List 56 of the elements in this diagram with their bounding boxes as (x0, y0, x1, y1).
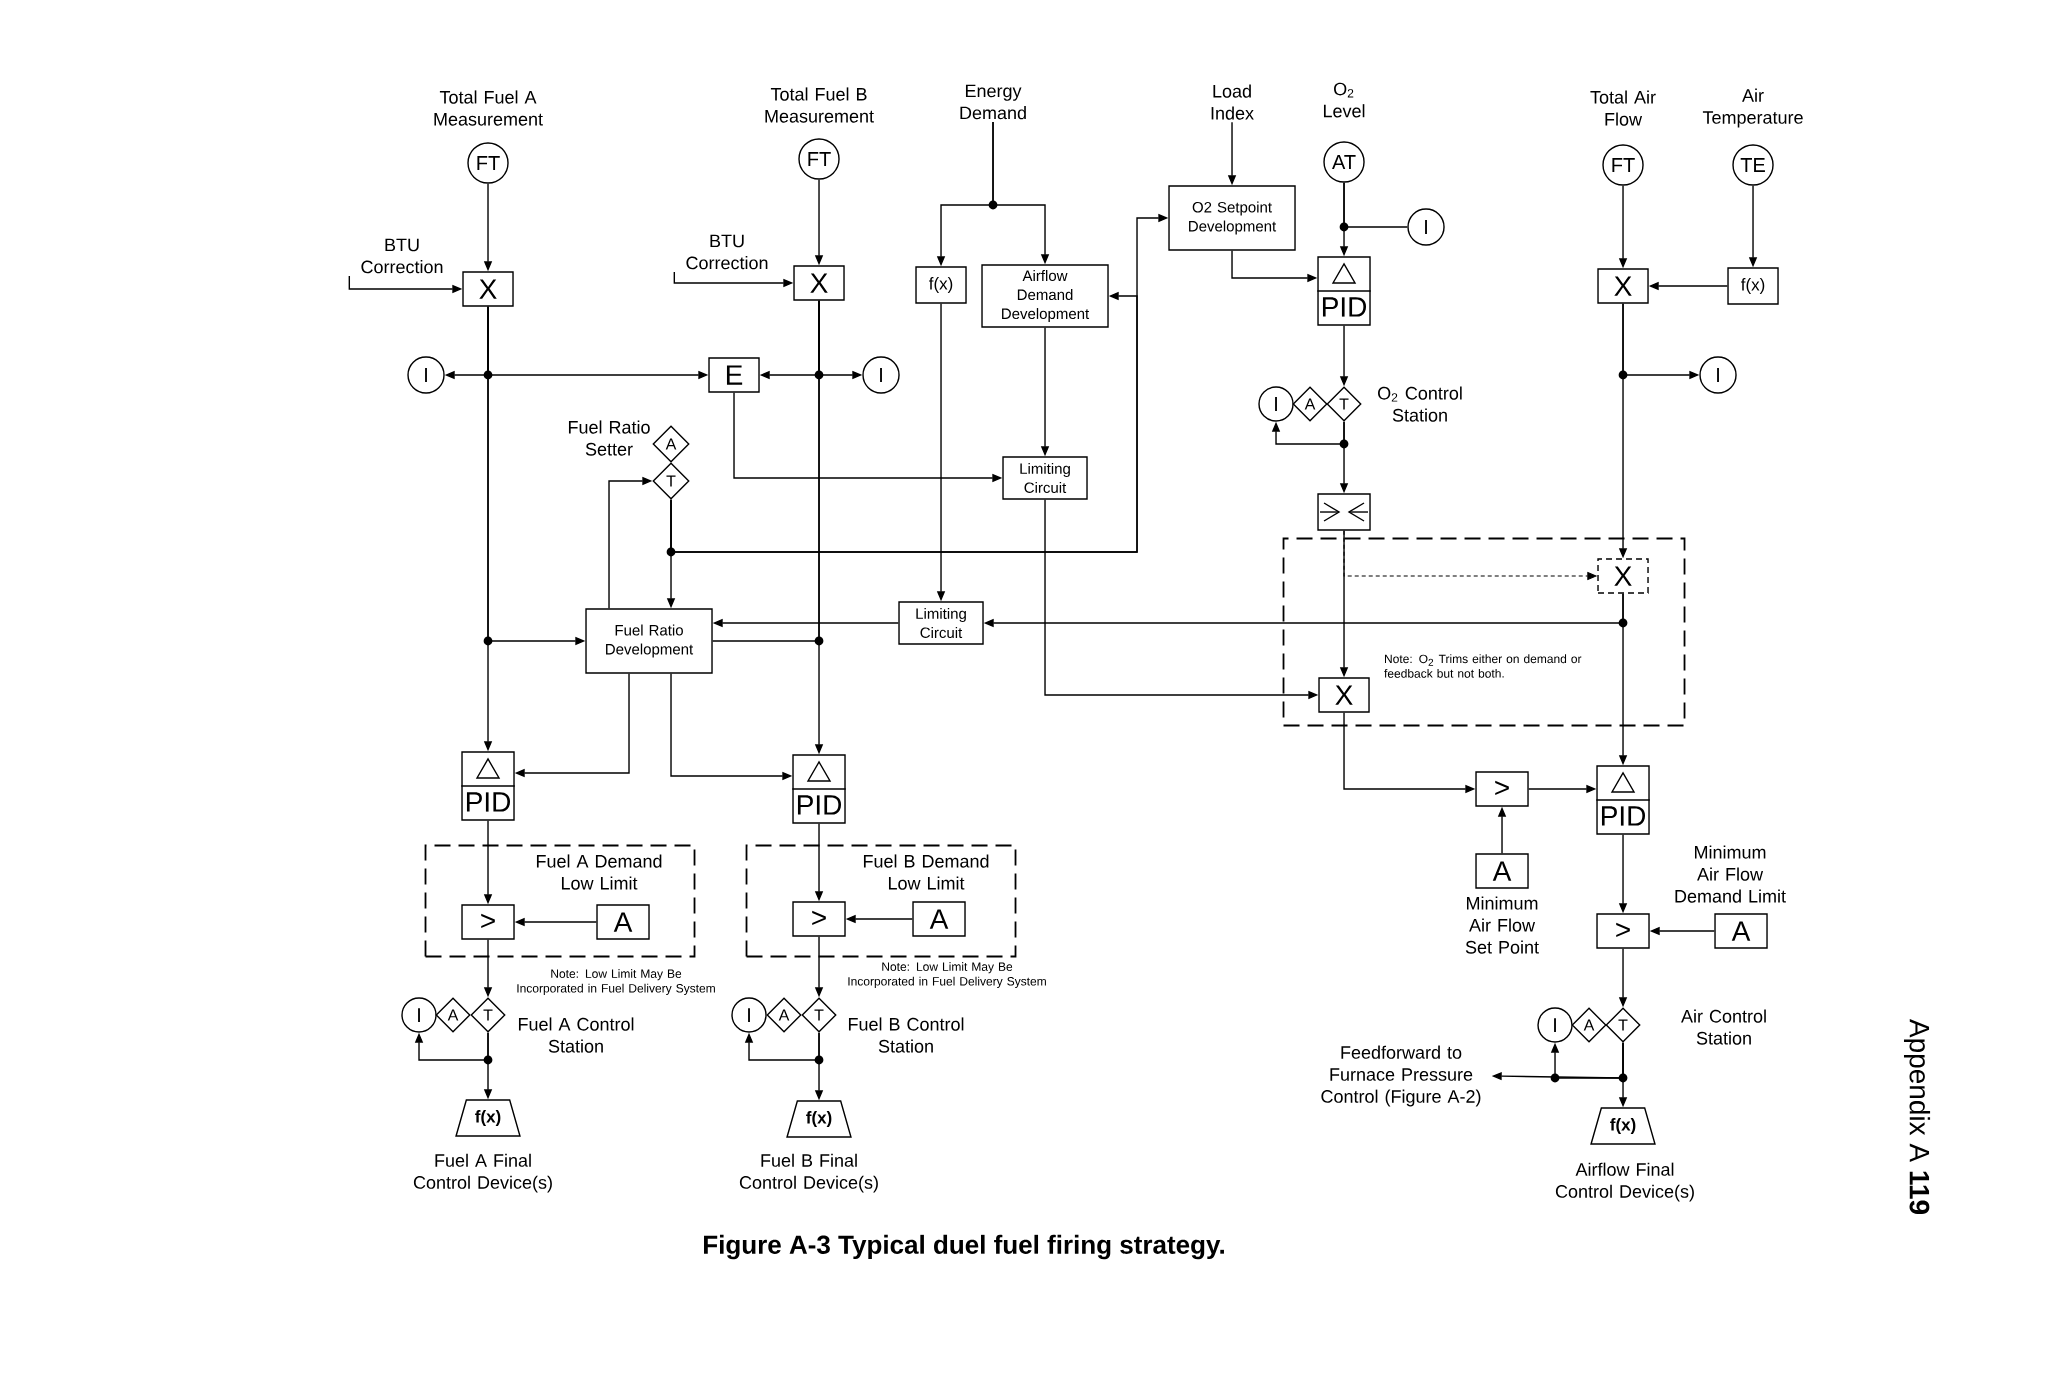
caption-text: O$_{2}$ Control Station (1378, 386, 1462, 422)
pid-controller-box: PID (460, 751, 516, 821)
function-box: > (461, 904, 515, 940)
function-box: Fuel Ratio Development (585, 608, 713, 674)
pid-controller-box: PID (1595, 765, 1651, 835)
signal-line (1343, 182, 1408, 228)
function-box: X (1318, 677, 1370, 713)
function-box: Limiting Circuit (898, 601, 984, 645)
caption-text: Fuel Ratio Setter (568, 420, 650, 456)
function-box: > (1475, 771, 1529, 807)
caption-text: Total Air Flow (1590, 90, 1656, 126)
signal-arrow (1343, 530, 1597, 580)
function-box: Airflow Demand Development (981, 264, 1109, 328)
function-box: > (1596, 913, 1650, 949)
final-element-trapezoid: f(x) (786, 1100, 852, 1138)
page-number-text: Appendix A 119 (1904, 1019, 1931, 1215)
signal-label: Feedforward to Furnace Pressure Control (Figure A-2) (1321, 1045, 1481, 1107)
caption-text: Minimum Air Flow Demand Limit (1675, 845, 1786, 903)
function-box: E (708, 357, 760, 393)
caption-text: Fuel A Final Control Device(s) (413, 1153, 552, 1193)
function-box: O2 Setpoint Development (1168, 185, 1296, 251)
caption-text: Air Temperature (1702, 88, 1803, 128)
function-box: A (1714, 913, 1768, 949)
figure-caption: Figure A-3 Typical duel fuel firing strategy. (704, 1234, 1224, 1260)
caption-text: Total Fuel B Measurement (765, 87, 874, 123)
caption-text: Airflow Final Control Device(s) (1555, 1162, 1694, 1202)
final-element-trapezoid: f(x) (455, 1099, 521, 1137)
function-box: Limiting Circuit (1002, 456, 1088, 500)
signal-label: Energy Demand (960, 84, 1026, 120)
caption-text: Air Control Station (1681, 1009, 1766, 1045)
caption-text: Fuel B Final Control Device(s) (739, 1153, 878, 1193)
signal-line (712, 300, 820, 642)
transfer-switch-box (1317, 493, 1371, 531)
function-box: f(x) (915, 266, 967, 304)
signal-label: BTU Correction (361, 238, 443, 274)
signal-label: BTU Correction (686, 234, 768, 270)
function-box: > (792, 901, 846, 937)
function-box: A (596, 904, 650, 940)
function-box: X (462, 271, 514, 307)
function-box: X (1597, 268, 1649, 304)
function-box: f(x) (1727, 267, 1779, 305)
caption-text: Fuel B Control Station (848, 1017, 964, 1053)
note-text: Note: Low Limit May Be Incorporated in Fuel Delivery System (517, 969, 715, 995)
pid-controller-box: PID (1316, 256, 1372, 326)
caption-text: Total Fuel A Measurement (434, 90, 543, 126)
caption-text: Fuel A Control Station (518, 1017, 634, 1053)
note-text: Note: Low Limit May Be Incorporated in Fuel Delivery System (848, 962, 1046, 988)
caption-text: Minimum Air Flow Set Point (1465, 896, 1539, 954)
final-element-trapezoid: f(x) (1590, 1107, 1656, 1145)
function-box: X (793, 265, 845, 301)
signal-label: Load Index (1211, 84, 1254, 120)
function-box: X (1597, 558, 1649, 594)
function-box: A (1475, 853, 1529, 889)
function-box: A (912, 901, 966, 937)
pid-controller-box: PID (791, 754, 847, 824)
caption-text: O$_{2}$ Level (1324, 82, 1365, 118)
